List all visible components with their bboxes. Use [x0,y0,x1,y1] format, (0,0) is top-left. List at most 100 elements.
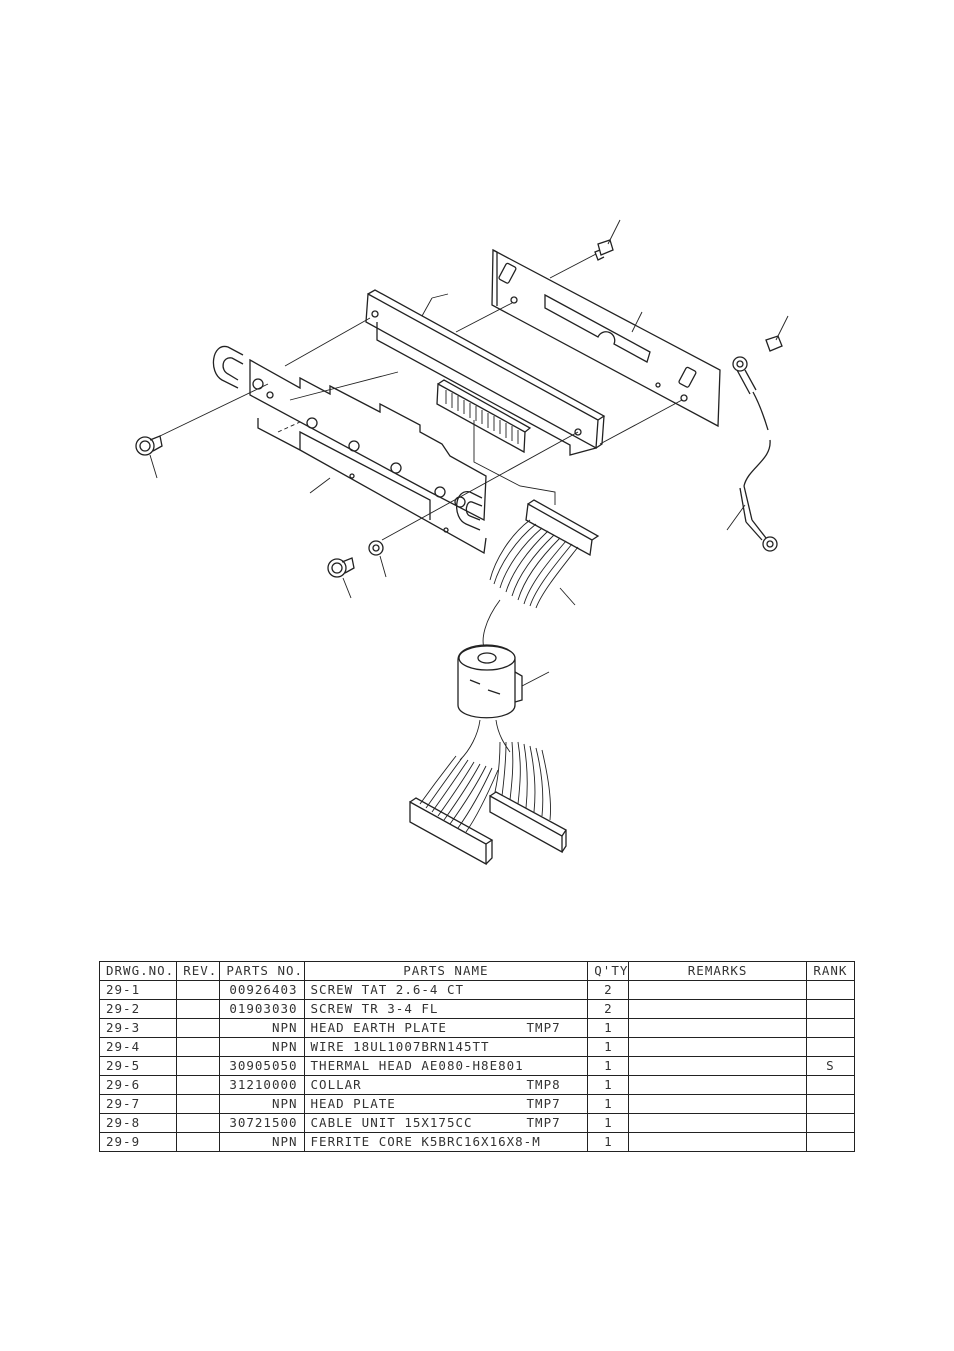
cell-parts-name: COLLAR TMP8 [303,1075,589,1095]
cell-parts-name: HEAD PLATE TMP7 [303,1094,589,1114]
cell-parts-no: NPN [219,1094,305,1114]
table-header-row: DRWG.NO. REV. PARTS NO. PARTS NAME Q'TY … [98,961,856,981]
table-row: 29-2 01903030 SCREW TR 3-4 FL 2 [98,999,856,1019]
parts-name-text: FERRITE CORE K5BRC16X16X8-M [310,1134,541,1149]
cell-parts-no: NPN [219,1018,305,1038]
cell-rev [176,1018,221,1038]
cell-remarks [628,1113,807,1133]
cell-drwg-no: 29-4 [98,1037,178,1057]
cell-parts-no: 30721500 [219,1113,305,1133]
table-row: 29-5 30905050 THERMAL HEAD AE080-H8E801 1 S [98,1056,856,1076]
cell-rev [176,1094,221,1114]
cell-parts-name: SCREW TAT 2.6-4 CT [303,980,589,1000]
header-drwg-no: DRWG.NO. [98,961,178,981]
cell-parts-no: NPN [219,1132,305,1152]
cell-parts-no: 00926403 [219,980,305,1000]
cell-remarks [628,1018,807,1038]
cell-drwg-no: 29-5 [98,1056,178,1076]
cell-qty: 1 [587,1037,630,1057]
cell-rank [805,999,856,1019]
cell-rank [805,1037,856,1057]
cell-rank: S [805,1056,856,1076]
cell-drwg-no: 29-7 [98,1094,178,1114]
cell-rev [176,980,221,1000]
cell-rev [176,999,221,1019]
parts-name-text: CABLE UNIT 15X175CC [310,1115,473,1130]
cell-remarks [628,980,807,1000]
cell-remarks [628,1037,807,1057]
exploded-view-svg [135,219,789,866]
cell-parts-no: 01903030 [219,999,305,1019]
cell-remarks [628,1094,807,1114]
parts-name-text: WIRE 18UL1007BRN145TT [310,1039,490,1054]
header-parts-name: PARTS NAME [303,961,589,981]
cell-qty: 1 [587,1018,630,1038]
cell-drwg-no: 29-2 [98,999,178,1019]
cell-parts-no: 30905050 [219,1056,305,1076]
cell-parts-no: NPN [219,1037,305,1057]
cell-parts-name: FERRITE CORE K5BRC16X16X8-M [303,1132,589,1152]
parts-model-code: TMP7 [526,1020,561,1035]
parts-model-code: TMP7 [526,1115,561,1130]
cell-qty: 1 [587,1094,630,1114]
thermal-head [365,289,606,456]
cell-parts-no: 31210000 [219,1075,305,1095]
cell-drwg-no: 29-6 [98,1075,178,1095]
cell-rank [805,980,856,1000]
cell-rank [805,1113,856,1133]
cell-qty: 1 [587,1132,630,1152]
cell-qty: 1 [587,1075,630,1095]
cell-parts-name: CABLE UNIT 15X175CC TMP7 [303,1113,589,1133]
cell-rev [176,1113,221,1133]
table-row: 29-7 NPN HEAD PLATE TMP7 1 [98,1094,856,1114]
header-rev: REV. [176,961,221,981]
cell-parts-name: THERMAL HEAD AE080-H8E801 [303,1056,589,1076]
cell-rev [176,1056,221,1076]
exploded-view-drawing [135,219,789,866]
screw-icon-top [594,219,621,261]
cell-parts-name: SCREW TR 3-4 FL [303,999,589,1019]
table-row: 29-9 NPN FERRITE CORE K5BRC16X16X8-M 1 [98,1132,856,1152]
collar-icon [368,540,387,578]
wire-with-terminals [726,315,789,552]
cell-rank [805,1094,856,1114]
cell-qty: 2 [587,999,630,1019]
cell-rank [805,1018,856,1038]
cell-parts-name: HEAD EARTH PLATE TMP7 [303,1018,589,1038]
cable-unit [409,499,600,866]
screw-icon-bottom [327,557,355,599]
parts-name-text: SCREW TR 3-4 FL [310,1001,439,1016]
cell-rev [176,1037,221,1057]
cell-qty: 1 [587,1056,630,1076]
cell-rank [805,1075,856,1095]
cell-qty: 2 [587,980,630,1000]
parts-name-text: THERMAL HEAD AE080-H8E801 [310,1058,524,1073]
head-plate [212,346,487,555]
header-qty: Q'TY [587,961,630,981]
cell-remarks [628,999,807,1019]
parts-name-text: HEAD EARTH PLATE [310,1020,447,1035]
parts-name-text: COLLAR [310,1077,362,1092]
cell-rev [176,1132,221,1152]
cell-remarks [628,1075,807,1095]
parts-name-text: HEAD PLATE [310,1096,396,1111]
screw-icon-left [135,435,163,479]
cell-rev [176,1075,221,1095]
cell-remarks [628,1132,807,1152]
header-parts-no: PARTS NO. [219,961,305,981]
header-rank: RANK [805,961,856,981]
header-remarks: REMARKS [628,961,807,981]
head-earth-plate [491,248,721,428]
cell-drwg-no: 29-1 [98,980,178,1000]
cell-parts-name: WIRE 18UL1007BRN145TT [303,1037,589,1057]
parts-model-code: TMP7 [526,1096,561,1111]
cell-drwg-no: 29-9 [98,1132,178,1152]
cell-rank [805,1132,856,1152]
parts-model-code: TMP8 [526,1077,561,1092]
parts-list-table: DRWG.NO. REV. PARTS NO. PARTS NAME Q'TY … [98,961,856,1152]
table-row: 29-6 31210000 COLLAR TMP8 1 [98,1075,856,1095]
